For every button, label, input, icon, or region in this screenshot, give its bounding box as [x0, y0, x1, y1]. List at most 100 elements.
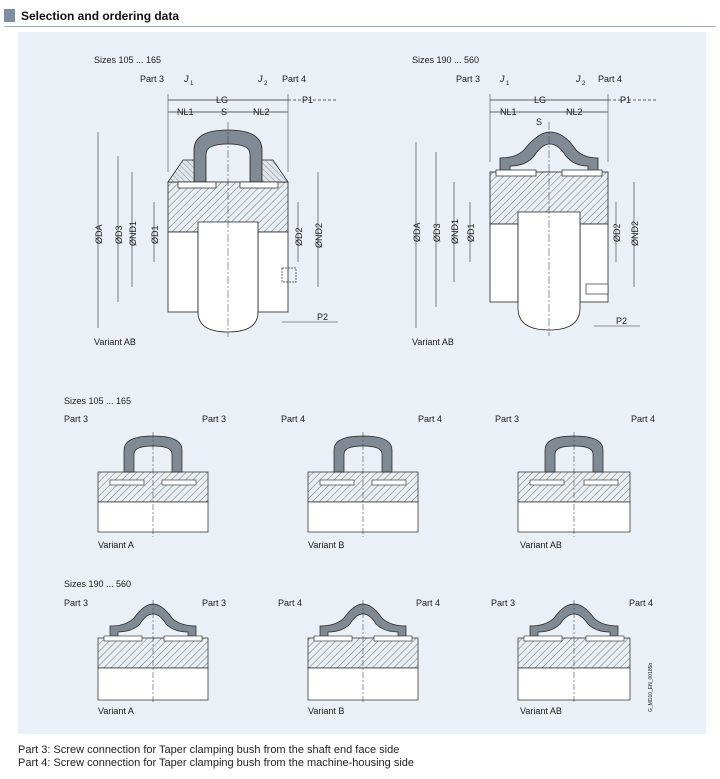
part-right-label: Part 4 [416, 598, 440, 608]
tyre-element [544, 435, 604, 473]
tyre-element [123, 435, 183, 473]
variant-label: Variant B [308, 540, 344, 550]
part-left-label: Part 3 [495, 414, 519, 424]
s-label: S [221, 107, 227, 117]
j1-sub: 1 [506, 81, 510, 87]
part-right-label: Part 4 [282, 74, 306, 84]
part-right-label: Part 4 [418, 414, 442, 424]
screw-outline [281, 267, 297, 283]
tyre-element [333, 435, 393, 473]
part-right-label: Part 3 [202, 414, 226, 424]
screw-outline [585, 283, 609, 295]
note-part4: Part 4: Screw connection for Taper clamp… [18, 757, 415, 769]
part-left-label: Part 4 [281, 414, 305, 424]
screw [109, 479, 145, 486]
technical-drawings: Sizes 105 ... 165 Part 3 J 1 J 2 Part 4 … [64, 55, 658, 716]
part-left-label: Part 4 [278, 598, 302, 608]
nd1-label: ØND1 [128, 221, 138, 246]
screw [163, 635, 203, 642]
variant-label: Variant AB [94, 337, 136, 347]
variant-label: Variant AB [520, 706, 562, 716]
variant-label: Variant B [308, 706, 344, 716]
p1-label: P1 [302, 95, 313, 105]
screw [523, 635, 563, 642]
p2-label: P2 [317, 312, 328, 322]
screw [585, 635, 625, 642]
note-part3: Part 3: Screw connection for Taper clamp… [18, 744, 400, 756]
d3-label: ØD3 [114, 225, 124, 244]
part-left-label: Part 3 [140, 74, 164, 84]
variant-label: Variant A [98, 540, 134, 550]
part-right-label: Part 4 [629, 598, 653, 608]
j1-sub: 1 [190, 81, 194, 87]
d1-label: ØD1 [466, 223, 476, 242]
header-marker [4, 9, 15, 22]
d2-label: ØD2 [612, 223, 622, 242]
screw [495, 169, 537, 177]
hub-right [257, 231, 289, 313]
screw [177, 181, 217, 189]
screw [313, 635, 353, 642]
screw [161, 479, 197, 486]
notes: Part 3: Screw connection for Taper clamp… [18, 744, 414, 770]
drawing-row3-variant-ab: Part 3 Part 4 Variant AB G_MD10_EN_00185… [491, 598, 654, 716]
drawing-code: G_MD10_EN_00185b [648, 663, 654, 712]
shaft-bore [517, 211, 581, 331]
da-label: ØDA [412, 222, 422, 242]
section-title: Selection and ordering data [21, 9, 180, 23]
d3-label: ØD3 [432, 223, 442, 242]
section-header: Selection and ordering data [4, 6, 716, 27]
drawing-row2-variant-b: Part 4 Part 4 Variant B [281, 414, 442, 550]
clamping-ring [167, 159, 195, 183]
sizes-label-row2: Sizes 105 ... 165 [64, 396, 131, 406]
hub-left [167, 231, 199, 313]
d1-label: ØD1 [150, 225, 160, 244]
sizes-label: Sizes 190 ... 560 [412, 55, 479, 65]
j1-label: J [499, 74, 505, 84]
d2-label: ØD2 [294, 227, 304, 246]
part-left-label: Part 3 [64, 414, 88, 424]
drawing-row2-variant-a: Part 3 Part 3 Variant A [64, 414, 226, 550]
da-label: ØDA [94, 224, 104, 244]
drawing-top-left: Sizes 105 ... 165 Part 3 J 1 J 2 Part 4 … [94, 55, 338, 347]
j2-sub: 2 [582, 81, 586, 87]
drawing-top-right: Sizes 190 ... 560 Part 3 J 1 J 2 Part 4 … [412, 55, 658, 347]
screw [373, 635, 413, 642]
drawing-panel: Sizes 105 ... 165 Part 3 J 1 J 2 Part 4 … [18, 32, 706, 734]
j2-label: J [257, 74, 263, 84]
screw [583, 479, 619, 486]
part-right-label: Part 4 [631, 414, 655, 424]
lg-label: LG [216, 95, 228, 105]
screw [319, 479, 355, 486]
clamping-ring [261, 159, 289, 183]
variant-label: Variant AB [412, 337, 454, 347]
part-left-label: Part 3 [491, 598, 515, 608]
p2-label: P2 [616, 316, 627, 326]
hub-left [489, 223, 519, 303]
screw [529, 479, 565, 486]
j2-sub: 2 [264, 81, 268, 87]
sizes-label-row3: Sizes 190 ... 560 [64, 579, 131, 589]
part-right-label: Part 4 [598, 74, 622, 84]
part-left-label: Part 3 [64, 598, 88, 608]
part-left-label: Part 3 [456, 74, 480, 84]
nl1-label: NL1 [177, 107, 194, 117]
j1-label: J [183, 74, 189, 84]
nl1-label: NL1 [500, 107, 517, 117]
s-label: S [536, 117, 542, 127]
screw [371, 479, 407, 486]
nd1-label: ØND1 [450, 219, 460, 244]
drawing-row3-variant-a: Part 3 Part 3 Variant A [64, 598, 226, 716]
screw [103, 635, 143, 642]
screw [239, 181, 279, 189]
sizes-label: Sizes 105 ... 165 [94, 55, 161, 65]
part-right-label: Part 3 [202, 598, 226, 608]
nl2-label: NL2 [253, 107, 270, 117]
lg-label: LG [534, 95, 546, 105]
variant-label: Variant AB [520, 540, 562, 550]
nd2-label: ØND2 [630, 221, 640, 246]
nl2-label: NL2 [566, 107, 583, 117]
variant-label: Variant A [98, 706, 134, 716]
nd2-label: ØND2 [314, 223, 324, 248]
screw [561, 169, 603, 177]
